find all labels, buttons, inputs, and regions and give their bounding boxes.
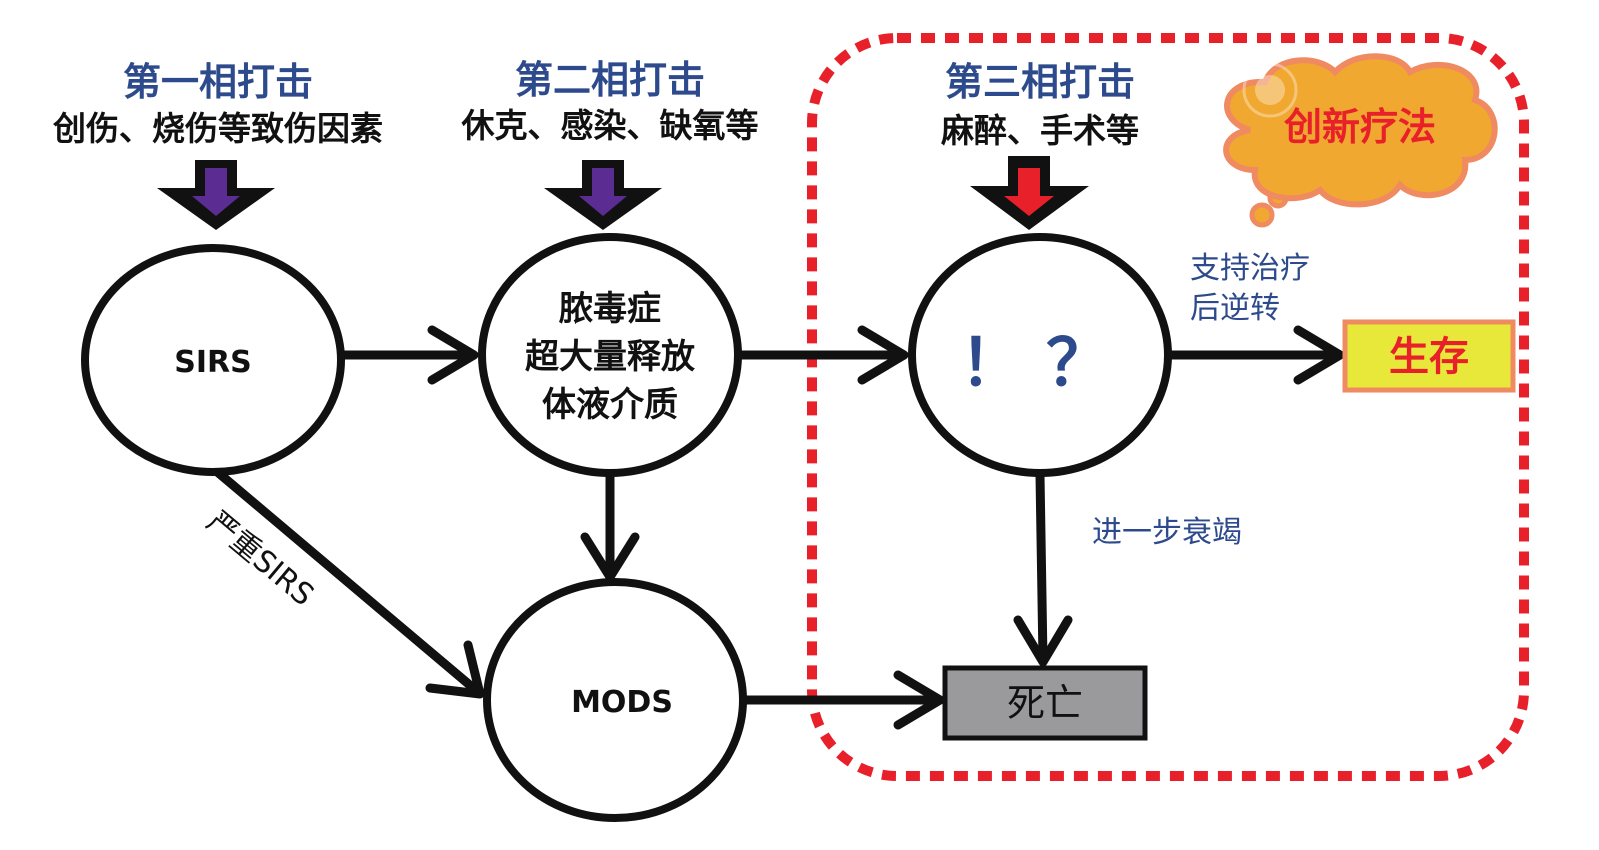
thought-cloud: 创新疗法 xyxy=(1223,53,1498,228)
severe-sirs-label: 严重SIRS xyxy=(200,504,320,613)
watermark-seal xyxy=(1242,62,1298,118)
reversal-label-2: 后逆转 xyxy=(1190,291,1280,326)
hit-1-title: 第一相打击 xyxy=(123,60,313,104)
innovation-zone-frame xyxy=(807,33,1529,781)
reversal-label-1: 支持治疗 xyxy=(1190,251,1310,286)
hit-2-title: 第二相打击 xyxy=(515,58,705,102)
unknown-node xyxy=(908,233,1172,477)
unknown-label: ！ ？ xyxy=(960,327,1110,401)
sirs-node xyxy=(81,244,345,476)
survive-label: 生存 xyxy=(1389,334,1469,380)
arrow-unknown-to-death xyxy=(1013,470,1073,667)
arrow-sirs-to-sepsis xyxy=(335,325,479,385)
sepsis-label-3: 体液介质 xyxy=(542,385,678,425)
sepsis-label-2: 超大量释放 xyxy=(525,337,695,377)
failure-label: 进一步衰竭 xyxy=(1092,515,1242,550)
hit-1-cause: 创伤、烧伤等致伤因素 xyxy=(52,109,383,148)
hit-3-title: 第三相打击 xyxy=(945,60,1135,104)
arrow-sepsis-to-mods xyxy=(580,470,640,582)
death-label: 死亡 xyxy=(1007,681,1083,725)
arrow-mods-to-death xyxy=(740,670,945,730)
death-box xyxy=(942,665,1148,741)
arrow-sirs-to-mods xyxy=(210,465,485,699)
survive-box xyxy=(1342,319,1516,393)
sirs-label: SIRS xyxy=(174,345,251,380)
hit-3-down-arrow-icon xyxy=(970,156,1089,230)
sepsis-label-1: 脓毒症 xyxy=(558,289,661,329)
hit-2-cause: 休克、感染、缺氧等 xyxy=(461,106,759,145)
hit-3-cause: 麻醉、手术等 xyxy=(941,111,1139,150)
mods-label: MODS xyxy=(571,685,673,720)
hit-1-down-arrow-icon xyxy=(157,160,275,230)
sepsis-node xyxy=(478,233,742,477)
callout-text: 创新疗法 xyxy=(1284,105,1436,149)
hit-2-down-arrow-icon xyxy=(544,160,662,230)
arrow-unknown-to-survive xyxy=(1165,325,1345,385)
mods-node xyxy=(483,578,747,822)
arrow-sepsis-to-unknown xyxy=(735,325,909,385)
